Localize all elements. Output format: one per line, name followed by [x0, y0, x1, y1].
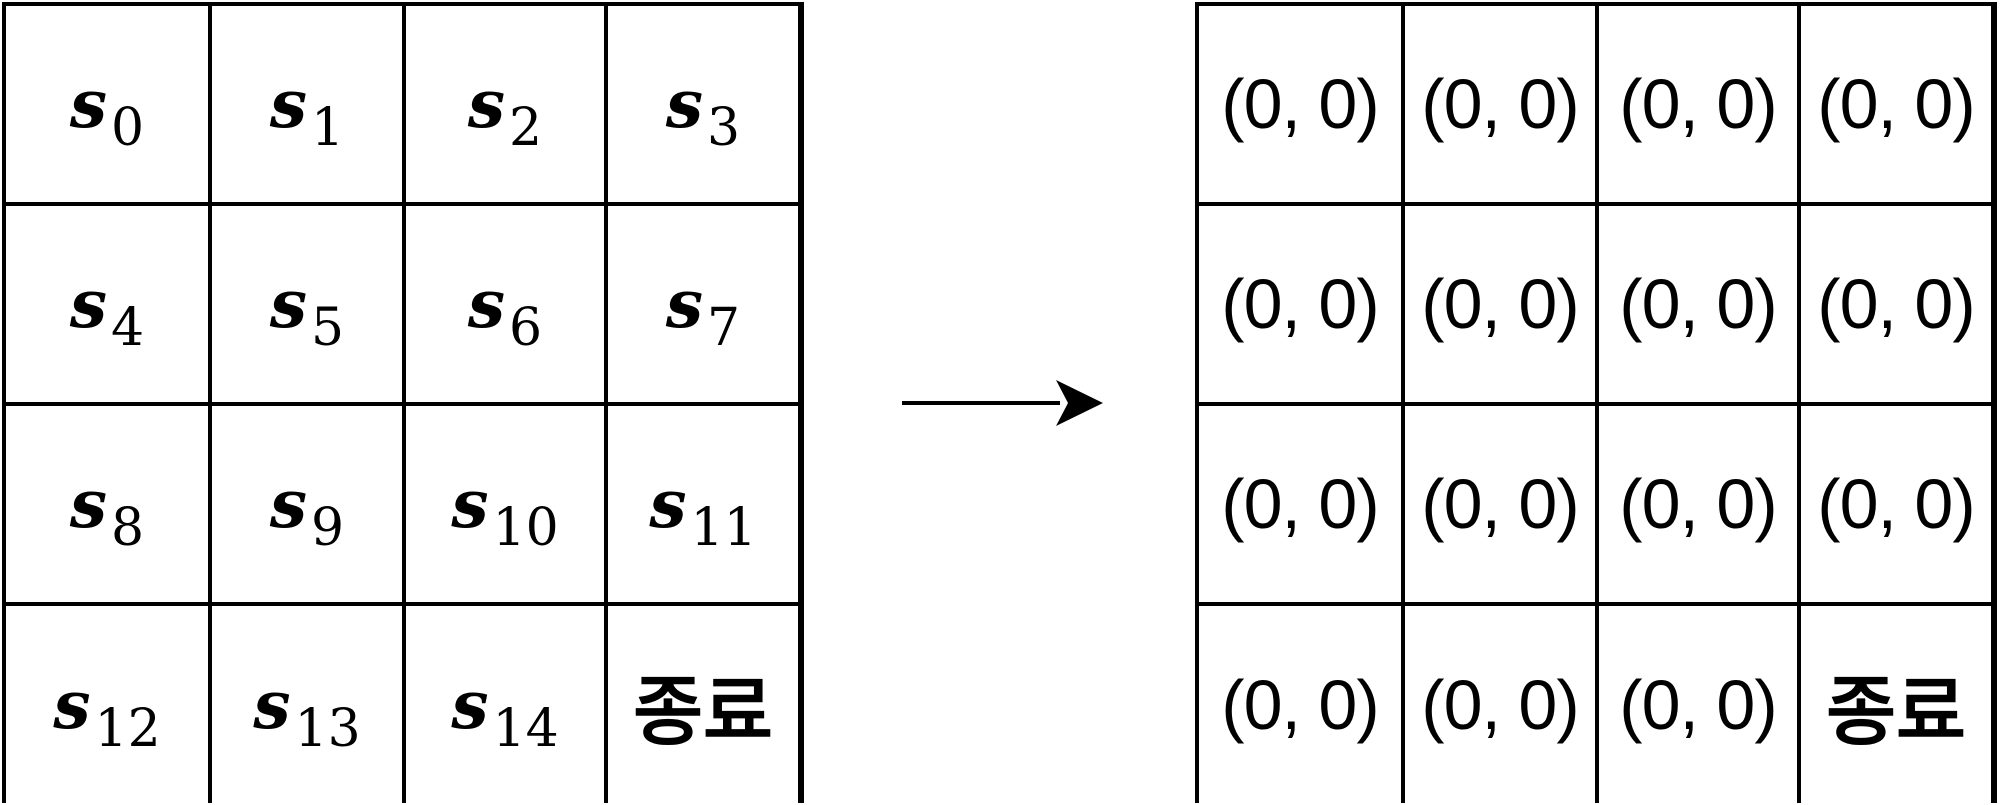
- state-label: s4: [69, 265, 145, 358]
- value-cell: (0, 0): [1801, 406, 1991, 602]
- state-cell-5: s5: [212, 206, 402, 402]
- terminal-value-cell: 종료: [1801, 606, 1991, 803]
- state-cell-12: s12: [6, 606, 208, 803]
- state-cell-11: s11: [608, 406, 798, 602]
- state-cell-1: s1: [212, 6, 402, 202]
- state-cell-0: s0: [6, 6, 208, 202]
- state-cell-3: s3: [608, 6, 798, 202]
- state-label: s9: [269, 465, 345, 558]
- state-cell-7: s7: [608, 206, 798, 402]
- state-cell-13: s13: [212, 606, 402, 803]
- value-grid: (0, 0) (0, 0) (0, 0) (0, 0) (0, 0) (0, 0…: [1195, 2, 1997, 803]
- state-cell-8: s8: [6, 406, 208, 602]
- terminal-cell: 종료: [608, 606, 798, 803]
- state-label: s10: [451, 465, 559, 558]
- state-label: s8: [69, 465, 145, 558]
- value-cell: (0, 0): [1405, 606, 1595, 803]
- value-cell: (0, 0): [1199, 606, 1401, 803]
- value-cell: (0, 0): [1405, 206, 1595, 402]
- state-label: s6: [467, 265, 543, 358]
- state-label: s7: [665, 265, 741, 358]
- state-label: s11: [649, 465, 757, 558]
- state-cell-2: s2: [406, 6, 604, 202]
- value-cell: (0, 0): [1599, 406, 1797, 602]
- state-label: s2: [467, 65, 543, 158]
- arrow-head: [1056, 380, 1103, 426]
- state-cell-6: s6: [406, 206, 604, 402]
- state-label: s5: [269, 265, 345, 358]
- state-label: s0: [69, 65, 145, 158]
- state-label: s13: [253, 665, 361, 759]
- value-cell: (0, 0): [1599, 6, 1797, 202]
- state-cell-4: s4: [6, 206, 208, 402]
- value-cell: (0, 0): [1599, 606, 1797, 803]
- state-label: s14: [451, 665, 559, 759]
- value-cell: (0, 0): [1199, 406, 1401, 602]
- state-label: s1: [269, 65, 345, 158]
- state-cell-9: s9: [212, 406, 402, 602]
- value-cell: (0, 0): [1405, 406, 1595, 602]
- state-cell-10: s10: [406, 406, 604, 602]
- state-cell-14: s14: [406, 606, 604, 803]
- value-cell: (0, 0): [1199, 6, 1401, 202]
- state-label: s12: [53, 665, 161, 759]
- state-grid: s0 s1 s2 s3 s4 s5 s6 s7 s8 s9 s10 s11 s1…: [2, 2, 804, 803]
- value-cell: (0, 0): [1405, 6, 1595, 202]
- terminal-label: 종료: [1826, 666, 1966, 756]
- right-arrow-icon: [902, 380, 1103, 426]
- terminal-label: 종료: [633, 666, 773, 756]
- value-cell: (0, 0): [1801, 6, 1991, 202]
- value-cell: (0, 0): [1599, 206, 1797, 402]
- value-cell: (0, 0): [1199, 206, 1401, 402]
- state-label: s3: [665, 65, 741, 158]
- value-cell: (0, 0): [1801, 206, 1991, 402]
